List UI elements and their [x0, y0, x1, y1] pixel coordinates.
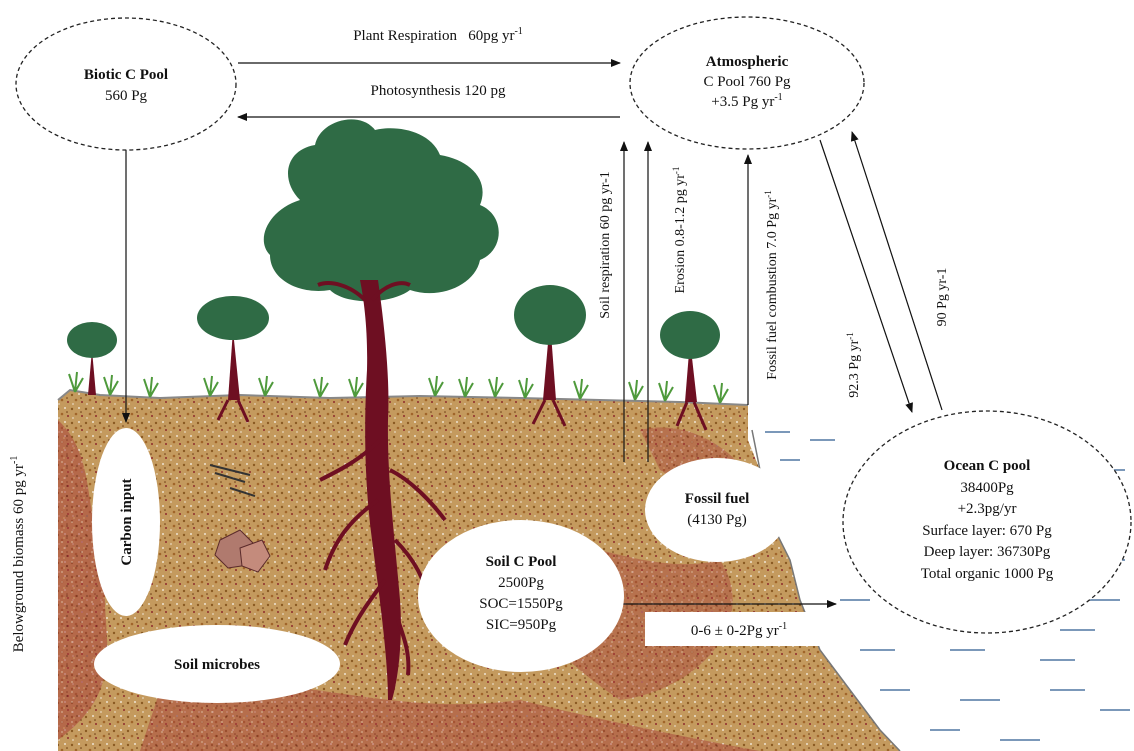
soil-respiration-label: Soil respiration 60 pg yr-1	[598, 171, 613, 318]
ocean-release-label: 90 Pg yr-1	[935, 268, 950, 327]
fossil-fuel-pool: Fossil fuel (4130 Pg)	[645, 458, 789, 562]
soil-pool-sic: SIC=950Pg	[486, 617, 557, 633]
ocean-pool-surface: Surface layer: 670 Pg	[922, 523, 1052, 539]
ocean-pool-title: Ocean C pool	[944, 458, 1031, 474]
carbon-input-pool: Carbon input	[92, 428, 160, 616]
fossil-fuel-title: Fossil fuel	[685, 491, 750, 507]
atmospheric-pool-size: C Pool 760 Pg	[703, 74, 791, 90]
carbon-input-label: Carbon input	[119, 478, 135, 565]
fossil-fuel-value: (4130 Pg)	[687, 512, 747, 528]
erosion-label: Erosion 0.8-1.2 pg yr-1	[671, 167, 688, 294]
plant-respiration-label: Plant Respiration 60pg yr-1	[353, 26, 523, 44]
ocean-pool: Ocean C pool 38400Pg +2.3pg/yr Surface l…	[843, 411, 1131, 633]
biotic-pool-title: Biotic C Pool	[84, 67, 168, 83]
atmospheric-pool-title: Atmospheric	[706, 54, 789, 70]
soil-pool: Soil C Pool 2500Pg SOC=1550Pg SIC=950Pg	[418, 520, 624, 672]
ocean-pool-organic: Total organic 1000 Pg	[921, 566, 1054, 582]
soil-to-ocean-flux: 0-6 ± 0-2Pg yr-1	[645, 612, 833, 646]
soil-pool-title: Soil C Pool	[486, 554, 557, 570]
fossil-combustion-label: Fossil fuel combustion 7.0 Pg yr-1	[763, 190, 780, 380]
soil-microbes-label: Soil microbes	[174, 657, 260, 673]
ocean-pool-rate: +2.3pg/yr	[958, 501, 1017, 517]
belowground-biomass-label: Belowground biomass 60 pg yr-1	[9, 456, 27, 653]
ocean-pool-total: 38400Pg	[960, 480, 1014, 496]
soil-microbes-pool: Soil microbes	[94, 625, 340, 703]
tree-icon	[67, 322, 117, 395]
ocean-uptake-label: 92.3 Pg yr-1	[845, 332, 862, 397]
ocean-pool-deep: Deep layer: 36730Pg	[924, 544, 1051, 560]
atmospheric-pool: Atmospheric C Pool 760 Pg +3.5 Pg yr-1	[630, 17, 864, 149]
photosynthesis-label: Photosynthesis 120 pg	[370, 83, 506, 99]
biotic-pool-value: 560 Pg	[105, 88, 148, 104]
soil-pool-soc: SOC=1550Pg	[479, 596, 563, 612]
biotic-pool: Biotic C Pool 560 Pg	[16, 18, 236, 150]
soil-pool-total: 2500Pg	[498, 575, 544, 591]
atmospheric-pool-rate: +3.5 Pg yr-1	[711, 92, 782, 110]
soil-to-ocean-label: 0-6 ± 0-2Pg yr-1	[691, 621, 787, 639]
